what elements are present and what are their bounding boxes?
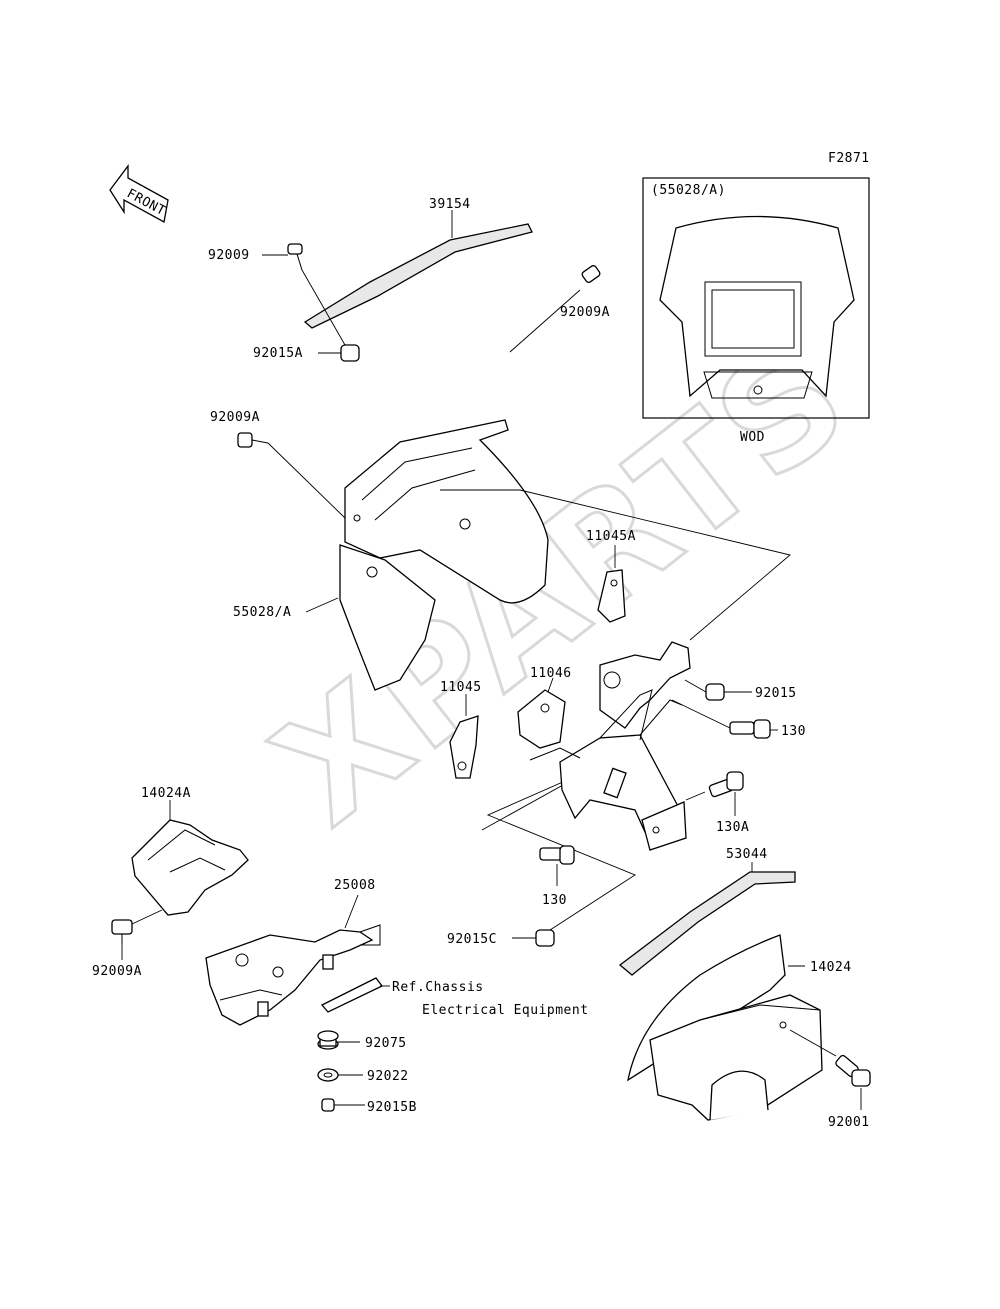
part-92015a-nut-icon [318,344,360,362]
part-130-bolt-lower-icon [539,845,575,886]
label-11045a: 11045A [586,529,636,544]
part-92009a-screw-upper-icon [509,265,601,353]
ref-chassis-strap [320,977,390,1013]
label-92015: 92015 [755,686,797,701]
ref-note: Ref.Chassis Electrical Equipment [392,980,589,1018]
part-92015c-nut-icon [512,929,555,947]
part-main-frame [529,641,691,851]
label-92022: 92022 [367,1069,409,1084]
part-11045-bracket [449,694,479,779]
ref-note-line1: Ref.Chassis [392,980,484,995]
inset-cowl-drawing [659,215,855,399]
part-number-labels: 39154 92009 92015A 92009A 92009A 55028/A… [92,197,870,1130]
inset-panel: (55028/A) WOD [642,177,870,445]
label-130-right: 130 [781,724,806,739]
part-92015-nut-icon [684,679,752,701]
part-92009a-screw-left-icon [237,432,346,519]
part-14024a-cover [131,800,249,916]
part-92022-washer-icon [317,1068,363,1082]
part-92075-grommet-icon [317,1030,360,1050]
part-130-bolt-right-icon [671,699,778,739]
part-92015b-nut-icon [321,1098,365,1112]
part-130a-bolt-icon [685,771,744,816]
label-92009a-lower: 92009A [92,964,142,979]
label-39154: 39154 [429,197,471,212]
label-53044: 53044 [726,847,768,862]
label-92009: 92009 [208,248,250,263]
label-14024: 14024 [810,960,852,975]
figure-code: F2871 [828,151,870,166]
inset-caption: WOD [740,430,765,445]
label-92015b: 92015B [367,1100,417,1115]
label-92015a: 92015A [253,346,303,361]
part-55028a-cowl [305,419,549,691]
part-25008-bracket [205,894,381,1026]
part-11046-stay [517,677,566,749]
label-92075: 92075 [365,1036,407,1051]
part-39154-strip [303,210,533,329]
inset-title: (55028/A) [651,183,726,198]
part-11045a-bracket [597,545,626,623]
label-25008: 25008 [334,878,376,893]
inset-border [642,177,870,419]
label-14024a: 14024A [141,786,191,801]
part-53044-strip [618,862,796,976]
reference-leader-lines [440,489,791,931]
part-92009a-bolt-lower-icon [111,909,163,960]
ref-note-line2: Electrical Equipment [422,1003,589,1018]
label-55028a: 55028/A [233,605,291,620]
label-92009a-left: 92009A [210,410,260,425]
label-92001: 92001 [828,1115,870,1130]
part-92001-bolt-icon [789,1029,871,1110]
label-11045: 11045 [440,680,482,695]
part-14024-cover [627,934,823,1121]
label-130a: 130A [716,820,749,835]
label-130-lower: 130 [542,893,567,908]
front-arrow-icon: FRONT [109,164,169,224]
label-11046: 11046 [530,666,572,681]
label-92009a-upper: 92009A [560,305,610,320]
label-92015c: 92015C [447,932,497,947]
part-92009-screw-icon [262,243,346,346]
